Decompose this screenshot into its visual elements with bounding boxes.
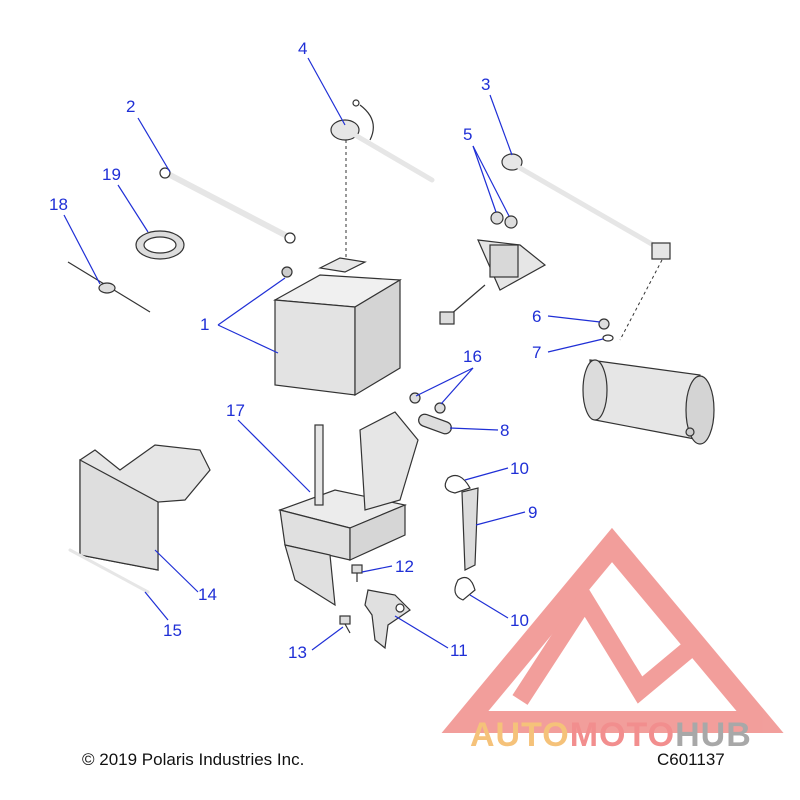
solenoid bbox=[439, 239, 547, 325]
callout-10-lower: 10 bbox=[510, 611, 529, 630]
part-2-cable bbox=[159, 167, 296, 244]
leader-lines bbox=[63, 57, 604, 651]
part-5-nuts bbox=[490, 211, 518, 229]
part-19-clamp bbox=[135, 230, 185, 260]
part-8-link bbox=[418, 413, 452, 435]
callout-3: 3 bbox=[481, 75, 490, 94]
watermark-hub: HUB bbox=[675, 716, 752, 754]
part-15-strip bbox=[68, 548, 150, 594]
starter-motor bbox=[582, 359, 715, 445]
part-4-cable bbox=[330, 99, 435, 260]
callout-11: 11 bbox=[450, 641, 468, 660]
part-17-battery-tray bbox=[277, 411, 419, 607]
watermark-auto: AUTO bbox=[470, 716, 570, 754]
watermark-moto: MOTO bbox=[569, 716, 676, 754]
callouts: 4 2 3 5 19 18 1 6 7 16 17 8 10 9 12 14 1… bbox=[49, 39, 541, 662]
callout-17: 17 bbox=[226, 401, 245, 420]
watermark-logo bbox=[441, 527, 784, 733]
callout-9: 9 bbox=[528, 503, 537, 522]
part-12-bolt bbox=[351, 564, 363, 582]
part-11-bracket bbox=[364, 589, 411, 650]
callout-4: 4 bbox=[298, 39, 307, 58]
callout-13: 13 bbox=[288, 643, 307, 662]
callout-6: 6 bbox=[532, 307, 541, 326]
callout-2: 2 bbox=[126, 97, 135, 116]
part-7-washer bbox=[602, 334, 614, 342]
watermark-brand: AUTOMOTOHUB bbox=[470, 716, 752, 755]
callout-15: 15 bbox=[163, 621, 182, 640]
callout-16: 16 bbox=[463, 347, 482, 366]
callout-7: 7 bbox=[532, 343, 541, 362]
callout-19: 19 bbox=[102, 165, 121, 184]
copyright-notice: © 2019 Polaris Industries Inc. bbox=[82, 750, 305, 769]
callout-8: 8 bbox=[500, 421, 509, 440]
part-1-battery bbox=[272, 257, 402, 397]
part-14-cover bbox=[79, 444, 211, 571]
part-10-clip-upper bbox=[444, 475, 471, 494]
callout-1: 1 bbox=[200, 315, 209, 334]
callout-5: 5 bbox=[463, 125, 472, 144]
callout-14: 14 bbox=[198, 585, 217, 604]
part-6-nut bbox=[598, 318, 610, 330]
callout-18: 18 bbox=[49, 195, 68, 214]
part-3-cable bbox=[501, 153, 671, 341]
callout-12: 12 bbox=[395, 557, 414, 576]
part-9-strap bbox=[461, 487, 479, 571]
part-13-bolt bbox=[339, 615, 351, 634]
part-10-clip-lower bbox=[454, 577, 476, 601]
drawing-number: C601137 bbox=[657, 750, 725, 769]
callout-10-upper: 10 bbox=[510, 459, 529, 478]
part-18-cable-tie bbox=[67, 261, 151, 313]
part-16-nuts bbox=[409, 392, 446, 414]
